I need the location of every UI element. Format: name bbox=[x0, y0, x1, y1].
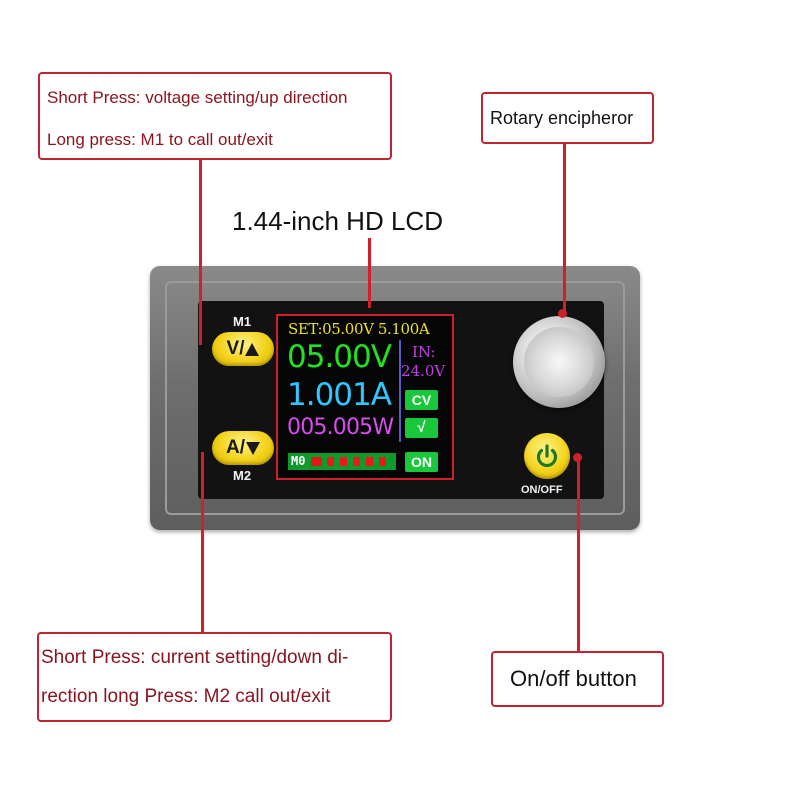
leader-line-current-down bbox=[201, 452, 204, 633]
memory-segment bbox=[379, 457, 386, 466]
callout-rotary: Rotary encipheror bbox=[481, 92, 654, 144]
screen-divider bbox=[399, 340, 401, 442]
memory-segment bbox=[340, 457, 347, 466]
power-readout: 005.005W bbox=[287, 415, 394, 440]
callout-voltage-up-line1: Short Press: voltage setting/up directio… bbox=[47, 88, 348, 107]
set-values: SET:05.00V 5.100A bbox=[288, 320, 430, 338]
current-down-button-label: A/ bbox=[226, 437, 245, 458]
device-rim bbox=[165, 281, 625, 515]
callout-onoff: On/off button bbox=[491, 651, 664, 707]
rotary-encoder-cap bbox=[524, 327, 594, 397]
mode-badge: CV bbox=[405, 390, 438, 410]
callout-voltage-up: Short Press: voltage setting/up directio… bbox=[38, 72, 392, 160]
callout-current-down: Short Press: current setting/down di- re… bbox=[37, 632, 392, 722]
leader-line-onoff bbox=[577, 460, 580, 652]
callout-current-down-line2: rection long Press: M2 call out/exit bbox=[41, 686, 331, 707]
status-check-badge: √ bbox=[405, 418, 438, 438]
current-readout: 1.001A bbox=[287, 377, 392, 413]
output-status-badge: ON bbox=[405, 452, 438, 472]
memory-segment bbox=[311, 457, 322, 466]
leader-line-voltage-up bbox=[199, 160, 202, 345]
current-down-button[interactable]: A/ bbox=[212, 431, 274, 465]
voltage-up-button-label: V/ bbox=[226, 338, 245, 359]
callout-onoff-line1: On/off button bbox=[510, 666, 637, 691]
leader-dot-rotary bbox=[558, 309, 567, 318]
memory-segment bbox=[366, 457, 373, 466]
callout-current-down-line1: Short Press: current setting/down di- bbox=[41, 647, 349, 668]
m1-label: M1 bbox=[233, 314, 252, 329]
callout-voltage-up-line2: Long press: M1 to call out/exit bbox=[47, 130, 273, 149]
onoff-label: ON/OFF bbox=[521, 484, 563, 496]
leader-dot-onoff bbox=[573, 453, 582, 462]
input-label: IN: bbox=[412, 343, 436, 361]
power-icon bbox=[536, 444, 558, 468]
m2-label: M2 bbox=[233, 468, 252, 483]
power-button[interactable] bbox=[524, 433, 570, 479]
callout-rotary-line1: Rotary encipheror bbox=[490, 108, 634, 128]
memory-segment bbox=[327, 457, 334, 466]
voltage-readout: 05.00V bbox=[287, 339, 392, 375]
memory-label: M0 bbox=[291, 454, 306, 468]
down-triangle-icon bbox=[246, 441, 260, 455]
leader-line-lcd bbox=[368, 238, 371, 308]
up-triangle-icon bbox=[245, 342, 260, 356]
lcd-title: 1.44-inch HD LCD bbox=[232, 206, 443, 236]
memory-segment bbox=[353, 457, 360, 466]
input-voltage: 24.0V bbox=[401, 362, 446, 380]
leader-line-rotary bbox=[563, 144, 566, 312]
voltage-up-button[interactable]: V/ bbox=[212, 332, 274, 366]
